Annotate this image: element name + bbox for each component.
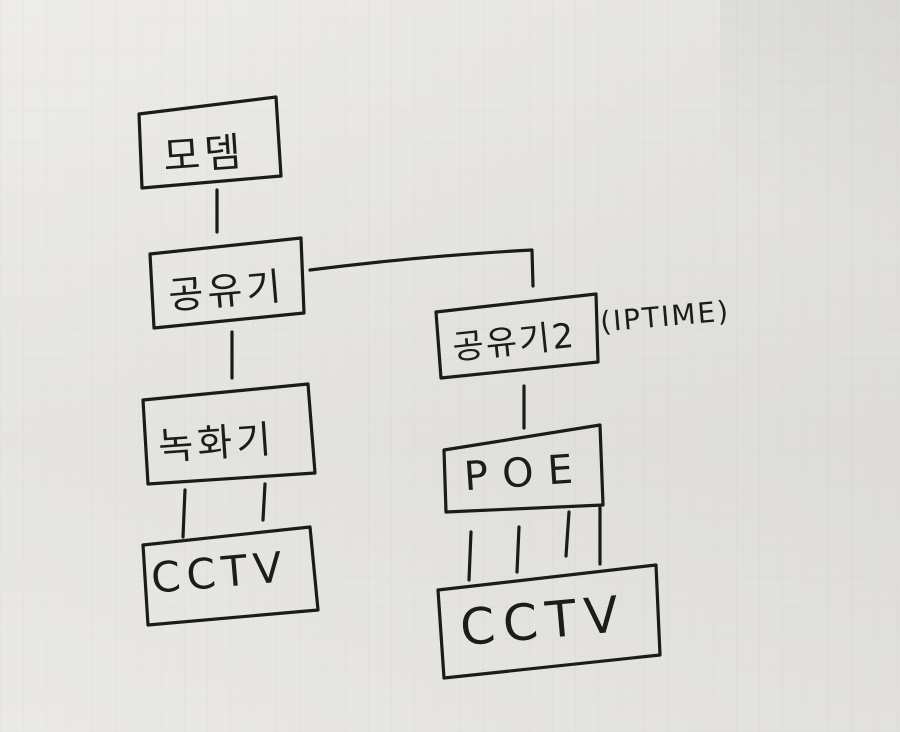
router1-box [148, 236, 306, 330]
cctv-left-box [141, 525, 320, 627]
router1-label: 공유기 [166, 263, 287, 318]
router2-box [434, 292, 600, 380]
recorder-box [141, 382, 317, 486]
link-router1-router2 [308, 248, 535, 288]
modem-label: 모뎀 [161, 129, 247, 181]
link-poe-cctv-1 [467, 530, 473, 582]
poe-label: POE [462, 445, 589, 501]
link-poe-cctv-3 [564, 510, 571, 558]
link-recorder-cctv-1 [181, 488, 187, 539]
recorder-label: 녹화기 [156, 416, 277, 470]
poe-box [442, 423, 605, 514]
link-recorder-cctv-2 [261, 482, 267, 522]
link-poe-cctv-2 [515, 525, 521, 574]
modem-box [137, 95, 283, 190]
paper-shadow [720, 0, 900, 300]
cctv-right-box [436, 563, 662, 680]
